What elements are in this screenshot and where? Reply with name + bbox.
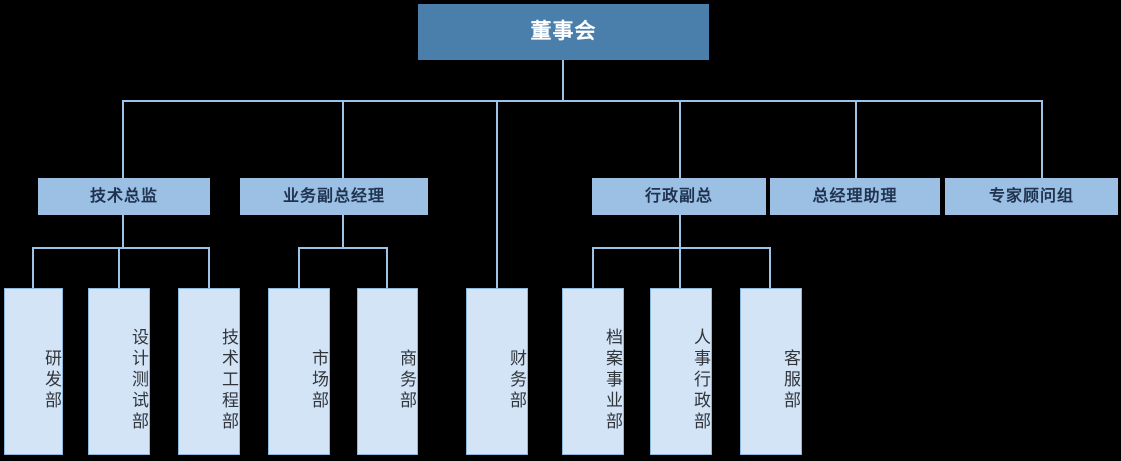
connector-drop-design-test-dept — [118, 247, 120, 288]
connector-bus-tech-director — [32, 247, 210, 249]
connector-drop-rnd-dept — [32, 247, 34, 288]
connector-bus-business-vp — [298, 247, 388, 249]
node-tech-eng-dept[interactable]: 技术工程部 — [178, 288, 240, 455]
connector-drop-marketing-dept — [298, 247, 300, 288]
connector-drop-finance-dept — [496, 100, 498, 288]
node-rnd-dept[interactable]: 研发部 — [4, 288, 63, 455]
connector-drop-tech-eng-dept — [208, 247, 210, 288]
connector-drop-service-dept — [769, 247, 771, 288]
node-gm-assistant[interactable]: 总经理助理 — [770, 178, 940, 215]
node-expert-advisory[interactable]: 专家顾问组 — [945, 178, 1118, 215]
connector-root-stem — [562, 60, 564, 101]
node-finance-dept[interactable]: 财务部 — [466, 288, 528, 455]
connector-bus-admin-vp — [592, 247, 770, 249]
connector-drop-hr-admin-dept — [679, 247, 681, 288]
node-archives-div[interactable]: 档案事业部 — [562, 288, 624, 455]
connector-drop-gm-assistant — [855, 100, 857, 180]
connector-drop-archives-div — [592, 247, 594, 288]
connector-stem-business-vp — [342, 212, 344, 248]
node-hr-admin-dept[interactable]: 人事行政部 — [650, 288, 712, 455]
connector-drop-admin-vp — [679, 100, 681, 180]
connector-main-bus — [122, 100, 1043, 102]
connector-drop-commerce-dept — [386, 247, 388, 288]
connector-drop-tech-director — [122, 100, 124, 180]
node-service-dept[interactable]: 客服部 — [740, 288, 802, 455]
connector-stem-tech-director — [122, 212, 124, 248]
node-marketing-dept[interactable]: 市场部 — [268, 288, 330, 455]
node-commerce-dept[interactable]: 商务部 — [357, 288, 418, 455]
node-admin-vp[interactable]: 行政副总 — [592, 178, 766, 215]
node-design-test-dept[interactable]: 设计测试部 — [88, 288, 150, 455]
node-business-vp[interactable]: 业务副总经理 — [240, 178, 428, 215]
connector-drop-business-vp — [342, 100, 344, 180]
connector-drop-expert-advisory — [1041, 100, 1043, 180]
node-root[interactable]: 董事会 — [418, 4, 709, 60]
connector-stem-admin-vp — [679, 212, 681, 248]
node-tech-director[interactable]: 技术总监 — [38, 178, 210, 215]
